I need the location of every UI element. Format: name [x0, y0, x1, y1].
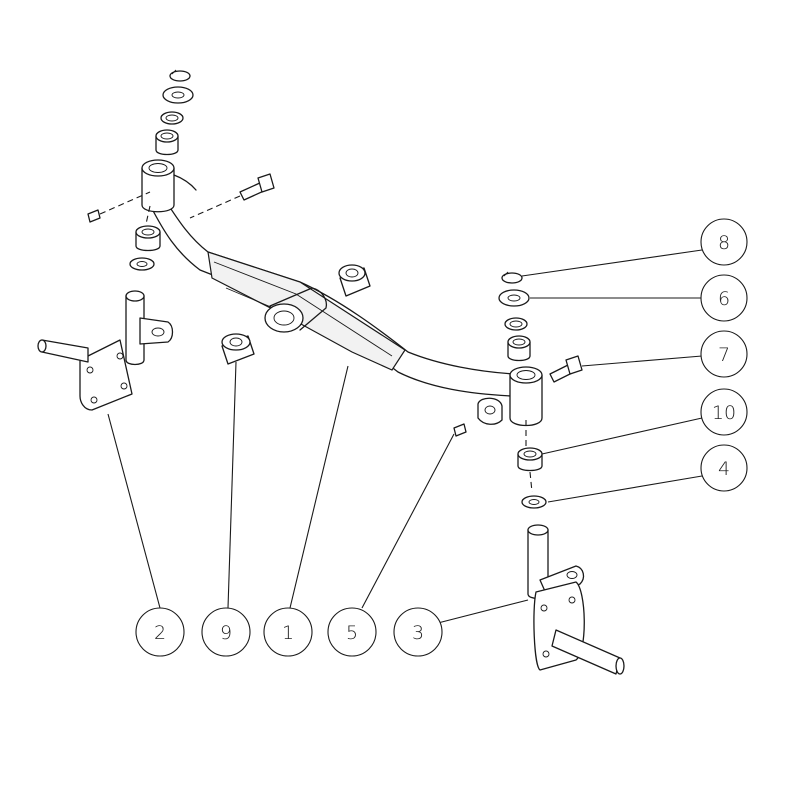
callout-balloon-9: 9	[201, 607, 251, 657]
callout-balloon-8: 8	[700, 218, 748, 266]
leader-9	[227, 361, 237, 609]
callout-label-6: 6	[718, 288, 730, 310]
callout-balloon-1: 1	[263, 607, 313, 657]
leader-10	[541, 417, 703, 455]
leader-5	[361, 433, 455, 609]
spacer-right	[504, 317, 528, 331]
leader-lines	[107, 249, 703, 625]
leader-3	[433, 599, 529, 625]
left-bolt	[189, 173, 275, 219]
callout-balloon-7: 7	[700, 330, 748, 378]
leader-8	[521, 249, 703, 277]
callout-label-1: 1	[282, 622, 294, 644]
callout-balloon-10: 10	[700, 388, 748, 436]
callout-balloon-2: 2	[135, 607, 185, 657]
snap-ring-right	[501, 272, 523, 284]
callout-label-8: 8	[718, 232, 730, 254]
callout-balloon-6: 6	[700, 274, 748, 322]
callout-label-9: 9	[220, 622, 232, 644]
left-grease-fitting	[87, 191, 151, 223]
right-spindle	[527, 524, 625, 675]
front-axle-beam	[141, 159, 543, 427]
left-upper-hardware	[155, 69, 194, 156]
callout-balloon-5: 5	[327, 607, 377, 657]
left-lower-hardware	[129, 205, 161, 271]
right-upper-hardware	[498, 271, 531, 362]
callout-label-10: 10	[712, 402, 736, 424]
leader-7	[581, 355, 703, 367]
pivot-bushing-right	[338, 264, 371, 297]
callout-label-4: 4	[718, 458, 730, 480]
washer-right	[498, 289, 530, 307]
left-spindle	[37, 290, 174, 411]
right-grease-fitting	[453, 423, 467, 437]
right-lower-hardware	[517, 420, 547, 509]
right-bolt	[549, 355, 583, 383]
callout-balloon-4: 4	[700, 444, 748, 492]
callout-label-2: 2	[154, 622, 166, 644]
leader-4	[547, 475, 703, 503]
callout-label-3: 3	[412, 622, 424, 644]
callout-balloon-3: 3	[393, 607, 443, 657]
leader-2	[107, 413, 161, 609]
leader-1	[289, 365, 349, 609]
pivot-bushing-left	[221, 333, 255, 365]
callout-label-7: 7	[718, 344, 730, 366]
callout-label-5: 5	[346, 622, 358, 644]
